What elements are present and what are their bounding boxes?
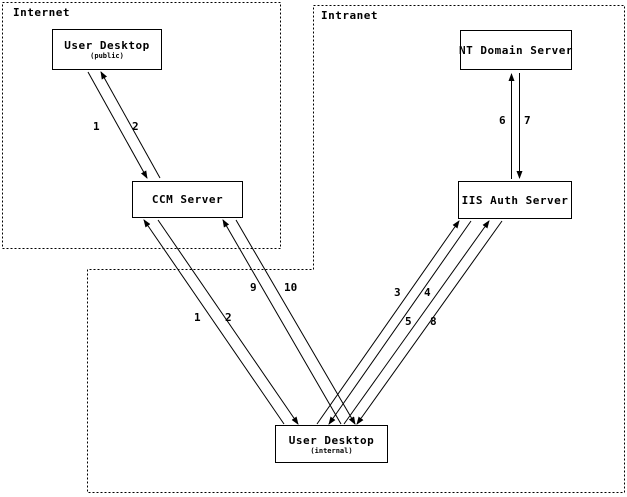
flow-label-8: 8 [430, 315, 437, 328]
flow-label-7: 7 [524, 114, 531, 127]
ccm-server-box: CCM Server [132, 181, 243, 218]
flow-label-5: 5 [405, 315, 412, 328]
user-desktop-public-box: User Desktop (public) [52, 29, 162, 70]
flow-label-3: 3 [394, 286, 401, 299]
flow-line-1-internal-desktop-to-ccm [143, 219, 285, 425]
internet-zone-label: Internet [13, 6, 70, 19]
flow-label-2-internal: 2 [225, 311, 232, 324]
flow-line-1-public-desktop-to-ccm [87, 71, 148, 179]
flow-line-3-internal-desktop-to-iis [316, 220, 460, 425]
flow-label-9: 9 [250, 281, 257, 294]
flow-label-10: 10 [284, 281, 298, 294]
internet-zone-border [2, 2, 281, 249]
nt-domain-server-box: NT Domain Server [459, 30, 573, 70]
intranet-internal-zone-border [87, 5, 625, 493]
flow-line-9-internal-desktop-to-ccm [222, 219, 342, 425]
flow-line-5-internal-desktop-to-iis [343, 220, 490, 425]
user-desktop-public-subtitle: (public) [90, 52, 124, 60]
flow-line-8-iis-to-internal-desktop [356, 220, 503, 425]
iis-auth-server-box: IIS Auth Server [458, 181, 572, 219]
ccm-server-title: CCM Server [151, 193, 224, 206]
flow-line-2-ccm-to-internal-desktop [157, 219, 299, 425]
intranet-zone-label: Intranet [321, 9, 378, 22]
user-desktop-internal-subtitle: (internal) [310, 446, 353, 455]
flow-line-10-ccm-to-internal-desktop [235, 219, 356, 425]
flow-line-4-iis-to-internal-desktop [328, 220, 472, 425]
flow-label-1-internal: 1 [194, 311, 201, 324]
flow-label-2-public: 2 [132, 120, 139, 133]
iis-auth-server-title: IIS Auth Server [461, 193, 569, 207]
flow-label-1-public: 1 [93, 120, 100, 133]
user-desktop-public-title: User Desktop [64, 39, 150, 52]
user-desktop-internal-title: User Desktop [288, 433, 375, 447]
user-desktop-internal-box: User Desktop (internal) [275, 425, 388, 463]
flow-label-6: 6 [499, 114, 506, 127]
flow-label-4: 4 [424, 286, 431, 299]
nt-domain-server-title: NT Domain Server [459, 43, 573, 57]
flow-line-2-ccm-to-public-desktop [100, 71, 161, 179]
